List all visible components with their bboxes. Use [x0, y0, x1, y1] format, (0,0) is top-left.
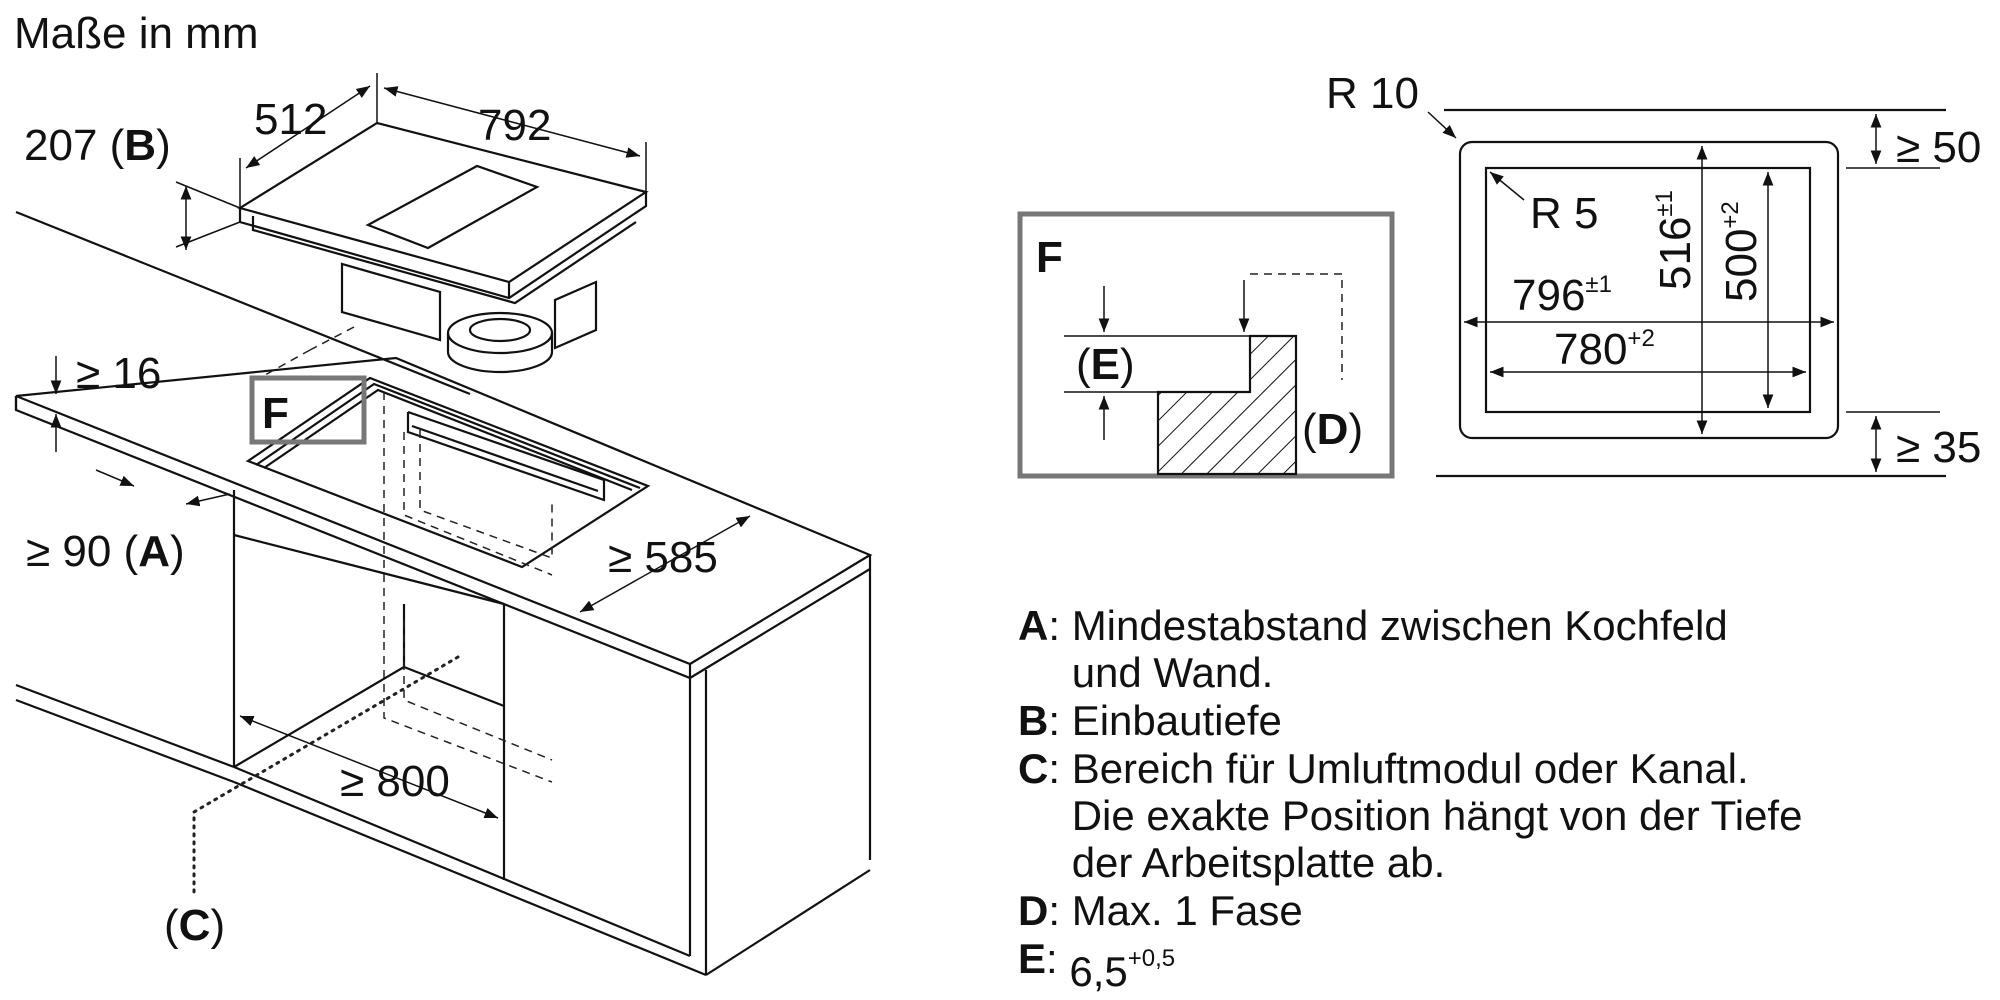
wall-distance-label: ≥ 90 (A): [26, 527, 185, 576]
units-title: Maße in mm: [14, 9, 258, 58]
legend-item-e: E: 6,5+0,5: [1018, 935, 1176, 995]
hob-width-label: 792: [478, 101, 551, 150]
install-depth-label: 207 (B): [24, 121, 171, 170]
cabinet-width-label: ≥ 800: [340, 757, 450, 806]
detail-f-title: F: [1036, 233, 1063, 282]
detail-d-label: (D): [1302, 405, 1363, 454]
worktop-thickness-label: ≥ 16: [76, 349, 161, 398]
top-clearance-label: ≥ 50: [1896, 123, 1981, 172]
inner-width-label: 780+2: [1554, 325, 1655, 374]
worktop-depth-label: ≥ 585: [608, 533, 718, 582]
legend-item-b: B: Einbautiefe: [1018, 697, 1282, 744]
outer-width-label: 796±1: [1512, 271, 1612, 320]
detail-f: F (E) (D): [1017, 211, 1395, 479]
detail-f-marker-label: F: [262, 389, 289, 438]
legend-item-a: A: Mindestabstand zwischen Kochfeld und …: [1018, 602, 1728, 696]
outer-depth-label: 516±1: [1651, 190, 1700, 290]
hob-illustration: [237, 121, 649, 374]
detail-e-label: (E): [1076, 340, 1135, 389]
cooking-zone: [365, 164, 540, 250]
hob-depth-label: 512: [254, 95, 327, 144]
outer-radius-label: R 10: [1326, 69, 1419, 118]
cutout-plan: R 10 R 5 796±1 780+2 516±1 500+2 ≥ 50 ≥ …: [1326, 69, 1981, 478]
bottom-clearance-label: ≥ 35: [1896, 423, 1981, 472]
outer-cutout: [1458, 140, 1840, 440]
inner-depth-label: 500+2: [1717, 201, 1766, 302]
detail-f-frame: [1017, 211, 1395, 479]
area-c-label: (C): [164, 901, 225, 950]
inner-radius-label: R 5: [1530, 189, 1598, 238]
legend-item-d: D: Max. 1 Fase: [1018, 887, 1303, 934]
hob-dimensions: 512 792 207 (B): [24, 73, 647, 250]
worktop-cutout: (C): [164, 326, 651, 950]
detail-f-marker: [249, 375, 367, 445]
worktop-dimensions: ≥ 16 ≥ 90 (A) ≥ 585 ≥ 800 F: [26, 349, 751, 819]
kitchen-cabinet: [14, 210, 873, 977]
inner-cutout: [1484, 166, 1812, 414]
legend: A: Mindestabstand zwischen Kochfeld und …: [1018, 602, 1978, 996]
legend-item-c: C: Bereich für Umluftmodul oder Kanal. D…: [1018, 745, 1803, 886]
